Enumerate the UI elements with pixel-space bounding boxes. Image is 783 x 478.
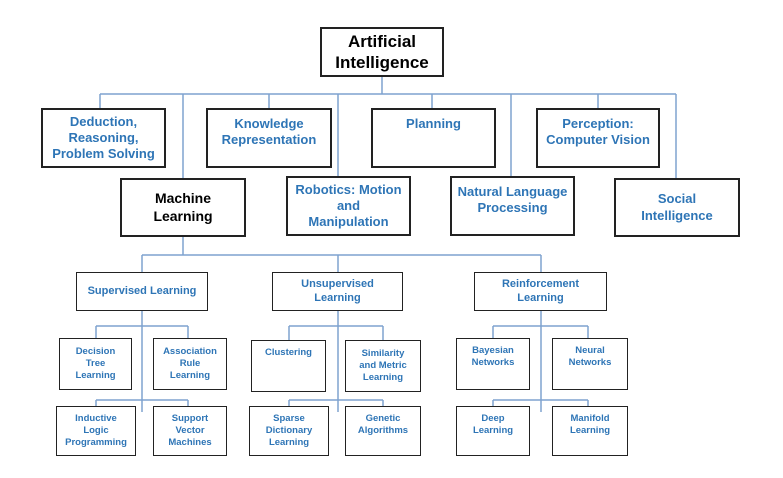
node-supervised-learning: Supervised Learning	[76, 272, 208, 311]
node-label: Reinforcement Learning	[501, 277, 580, 304]
node-label: Knowledge Representation	[221, 116, 317, 148]
node-robotics: Robotics: Motion and Manipulation	[286, 176, 411, 236]
node-knowledge-representation: Knowledge Representation	[206, 108, 332, 168]
node-label: Clustering	[265, 347, 312, 358]
node-decision-tree-learning: Decision Tree Learning	[59, 338, 132, 390]
node-label: Similarity and Metric Learning	[359, 348, 407, 383]
node-label: Neural Networks	[568, 345, 612, 368]
node-label: Supervised Learning	[87, 284, 197, 297]
node-label: Artificial Intelligence	[335, 31, 429, 72]
node-label: Bayesian Networks	[471, 345, 515, 368]
node-label: Social Intelligence	[641, 191, 713, 223]
node-sparse-dictionary-learning: Sparse Dictionary Learning	[249, 406, 329, 456]
node-label: Inductive Logic Programming	[65, 413, 127, 448]
node-label: Planning	[406, 116, 461, 131]
node-perception: Perception: Computer Vision	[536, 108, 660, 168]
node-natural-language-processing: Natural Language Processing	[450, 176, 575, 236]
node-reinforcement-learning: Reinforcement Learning	[474, 272, 607, 311]
node-clustering: Clustering	[251, 340, 326, 392]
node-similarity-metric-learning: Similarity and Metric Learning	[345, 340, 421, 392]
node-label: Machine Learning	[153, 190, 213, 224]
node-label: Unsupervised Learning	[301, 277, 374, 304]
node-neural-networks: Neural Networks	[552, 338, 628, 390]
node-unsupervised-learning: Unsupervised Learning	[272, 272, 403, 311]
node-deduction-reasoning: Deduction, Reasoning, Problem Solving	[41, 108, 166, 168]
node-machine-learning: Machine Learning	[120, 178, 246, 237]
node-label: Decision Tree Learning	[75, 346, 116, 381]
node-artificial-intelligence: Artificial Intelligence	[320, 27, 444, 77]
node-genetic-algorithms: Genetic Algorithms	[345, 406, 421, 456]
node-planning: Planning	[371, 108, 496, 168]
node-label: Perception: Computer Vision	[546, 116, 650, 148]
node-label: Manifold Learning	[569, 413, 611, 436]
node-label: Deduction, Reasoning, Problem Solving	[52, 113, 155, 162]
node-label: Genetic Algorithms	[357, 413, 409, 436]
node-inductive-logic-programming: Inductive Logic Programming	[56, 406, 136, 456]
node-label: Sparse Dictionary Learning	[265, 413, 313, 448]
node-label: Deep Learning	[472, 413, 514, 436]
node-deep-learning: Deep Learning	[456, 406, 530, 456]
node-bayesian-networks: Bayesian Networks	[456, 338, 530, 390]
node-manifold-learning: Manifold Learning	[552, 406, 628, 456]
node-social-intelligence: Social Intelligence	[614, 178, 740, 237]
node-association-rule-learning: Association Rule Learning	[153, 338, 227, 390]
node-label: Association Rule Learning	[163, 346, 217, 381]
node-label: Robotics: Motion and Manipulation	[295, 181, 402, 230]
node-support-vector-machines: Support Vector Machines	[153, 406, 227, 456]
node-label: Support Vector Machines	[168, 413, 212, 448]
node-label: Natural Language Processing	[457, 184, 568, 216]
